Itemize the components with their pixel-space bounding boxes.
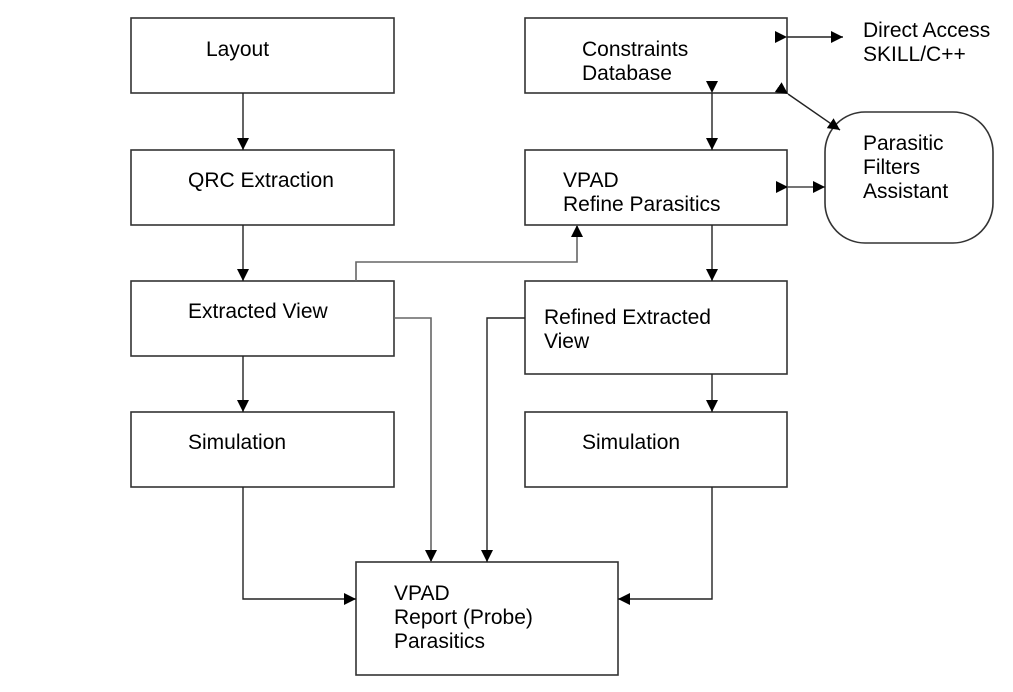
node-simulation-left: Simulation [130, 411, 395, 488]
node-filters-label-3: Assistant [863, 180, 948, 203]
node-vpad-refine-parasitics: VPAD Refine Parasitics [524, 149, 788, 226]
node-parasitic-filters-assistant: Parasitic Filters Assistant [824, 111, 994, 244]
edge-extracted-to-report [394, 317, 437, 562]
edge-refined-view-to-report [481, 317, 525, 562]
node-simulation-right: Simulation [524, 411, 788, 488]
node-vpad-refine-label-2: Refine Parasitics [563, 193, 721, 216]
edge-sim-left-to-report [242, 487, 356, 605]
edge-constraints-filters [774, 82, 841, 131]
node-qrc-extraction: QRC Extraction [130, 149, 395, 226]
node-filters-label-1: Parasitic [863, 132, 944, 155]
edge-sim-right-to-report [618, 487, 713, 605]
node-constraints-database: Constraints Database [524, 17, 788, 94]
node-vpad-refine-label-1: VPAD [563, 169, 619, 192]
node-extracted-view: Extracted View [130, 280, 395, 357]
node-refined-extracted-view: Refined Extracted View [524, 280, 788, 375]
node-direct-access: Direct Access SKILL/C++ [863, 19, 990, 66]
node-vpad-report-parasitics: VPAD Report (Probe) Parasitics [355, 561, 619, 676]
node-constraints-database-label-2: Database [582, 62, 672, 85]
node-refined-extracted-view-label-1: Refined Extracted [544, 306, 711, 329]
edge-extracted-to-refine [355, 225, 583, 281]
node-layout-label: Layout [206, 38, 269, 61]
node-refined-extracted-view-label-2: View [544, 330, 590, 353]
node-layout: Layout [130, 17, 395, 94]
node-vpad-report-label-1: VPAD [394, 582, 450, 605]
node-extracted-view-label: Extracted View [188, 300, 329, 323]
node-direct-access-label-1: Direct Access [863, 19, 990, 42]
node-qrc-extraction-label: QRC Extraction [188, 169, 334, 192]
node-vpad-report-label-2: Report (Probe) [394, 606, 533, 629]
node-filters-label-2: Filters [863, 156, 920, 179]
node-simulation-right-label: Simulation [582, 431, 680, 454]
node-simulation-left-label: Simulation [188, 431, 286, 454]
node-constraints-database-label-1: Constraints [582, 38, 688, 61]
node-direct-access-label-2: SKILL/C++ [863, 43, 966, 66]
node-vpad-report-label-3: Parasitics [394, 630, 485, 653]
